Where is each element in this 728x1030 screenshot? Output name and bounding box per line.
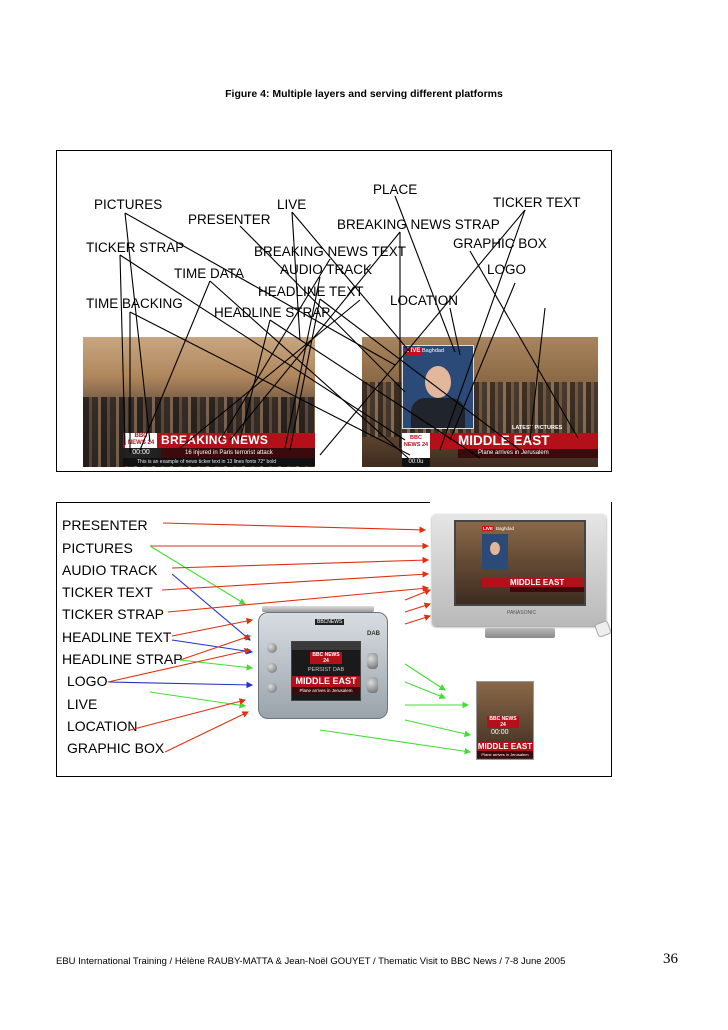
label-ticker-text: TICKER TEXT — [493, 195, 581, 210]
radio-scroll-button-1[interactable] — [367, 653, 378, 669]
layer-presenter: PRESENTER — [62, 517, 148, 533]
radio-persist-text: PERSIST DAB — [307, 667, 345, 673]
presenter-screenshot: LIVE Baghdad LATEST PICTURES BBC NEWS 24… — [362, 337, 598, 467]
lower-arrows — [107, 522, 472, 755]
tv-subheadline-strap — [510, 587, 584, 592]
radio-logo: BBC NEWS 24 — [310, 652, 342, 664]
page-number: 36 — [663, 951, 678, 967]
tv-presenter-box — [482, 534, 508, 570]
layer-audio-track: AUDIO TRACK — [62, 562, 158, 578]
label-location: LOCATION — [390, 293, 459, 308]
radio-top-badge: BBCNEWS — [315, 619, 345, 625]
radio-headline-strap: MIDDLE EAST — [292, 676, 360, 687]
layer-ticker-text: TICKER TEXT — [62, 584, 153, 600]
ticker-text: This is an example of news ticker text i… — [123, 458, 315, 466]
layer-location: LOCATION — [67, 718, 138, 734]
presenter-body — [411, 398, 465, 428]
upper-pointer-lines — [119, 195, 579, 459]
mobile-subheadline: Plane arrives in Jerusalem — [477, 751, 533, 758]
layer-logo: LOGO — [67, 673, 108, 689]
label-live: LIVE — [277, 197, 307, 212]
mobile-headline-strap: MIDDLE EAST — [477, 742, 533, 751]
time-data: 00:00 — [125, 448, 157, 458]
label-breaking-news-strap: BREAKING NEWS STRAP — [337, 217, 500, 232]
radio-dab-label: DAB — [367, 631, 380, 637]
radio-subheadline: Plane arrives in Jerusalem — [292, 687, 360, 694]
place-text: Baghdad — [422, 348, 445, 354]
layer-graphic-box: GRAPHIC BOX — [67, 740, 165, 756]
tv-presenter-face — [490, 542, 500, 555]
radio-button-3[interactable] — [267, 683, 277, 693]
mobile-logo: BBC NEWS 24 — [487, 716, 519, 728]
time-data: 00:0u — [402, 458, 430, 467]
label-graphic-box: GRAPHIC BOX — [453, 236, 547, 251]
label-headline-strap: HEADLINE STRAP — [214, 305, 331, 320]
breaking-news-screenshot: BBC NEWS 24 BREAKING NEWS 00:00 16 injur… — [83, 337, 315, 467]
footer-text: EBU International Training / Hélène RAUB… — [56, 956, 566, 967]
layer-live: LIVE — [67, 696, 98, 712]
television-device: LIVE Baghdad MIDDLE EAST PANASONIC — [432, 514, 606, 626]
layer-ticker-strap: TICKER STRAP — [62, 606, 164, 622]
lower-frame-top-border — [56, 502, 430, 503]
tv-stand — [485, 628, 555, 638]
headline-text: 16 injured in Paris terrorist attack — [161, 448, 315, 458]
label-presenter: PRESENTER — [188, 212, 271, 227]
tv-screen: LIVE Baghdad MIDDLE EAST — [454, 520, 586, 606]
figure-caption: Figure 4: Multiple layers and serving di… — [225, 88, 503, 100]
radio-button-2[interactable] — [267, 663, 277, 673]
mobile-screen: BBC NEWS 24 00:00 MIDDLE EAST Plane arri… — [476, 681, 534, 760]
subheadline-text: Plane arrives in Jerusalem — [458, 449, 598, 458]
radio-button-1[interactable] — [267, 643, 277, 653]
live-badge: LIVE — [405, 347, 423, 355]
layer-headline-text: HEADLINE TEXT — [62, 629, 172, 645]
radio-status-bar — [292, 642, 360, 650]
breaking-news-strap — [123, 433, 315, 448]
mobile-time: 00:00 — [491, 729, 509, 736]
radio-screen: BBC NEWS 24 PERSIST DAB MIDDLE EAST Plan… — [291, 641, 361, 701]
label-place: PLACE — [373, 182, 418, 197]
dab-radio-device: BBCNEWS DAB BBC NEWS 24 PERSIST DAB MIDD… — [258, 612, 388, 719]
radio-antenna — [262, 606, 374, 612]
radio-scroll-button-2[interactable] — [367, 677, 378, 693]
layer-headline-strap: HEADLINE STRAP — [62, 651, 183, 667]
label-logo: LOGO — [487, 262, 527, 277]
crowd-picture — [362, 382, 598, 437]
tv-brand: PANASONIC — [507, 610, 537, 616]
tv-headline-strap: MIDDLE EAST — [482, 578, 584, 587]
label-breaking-news-text: BREAKING NEWS TEXT — [254, 244, 407, 259]
layer-pictures: PICTURES — [62, 540, 133, 556]
label-ticker-strap: TICKER STRAP — [86, 240, 185, 255]
tv-place-text: Baghdad — [496, 526, 515, 531]
tv-live-badge: LIVE — [482, 526, 495, 531]
label-pictures: PICTURES — [94, 197, 163, 212]
label-audio-track: AUDIO TRACK — [280, 262, 373, 277]
headline-text: MIDDLE EAST — [458, 433, 550, 448]
latest-pictures-label: LATEST PICTURES — [512, 425, 563, 431]
